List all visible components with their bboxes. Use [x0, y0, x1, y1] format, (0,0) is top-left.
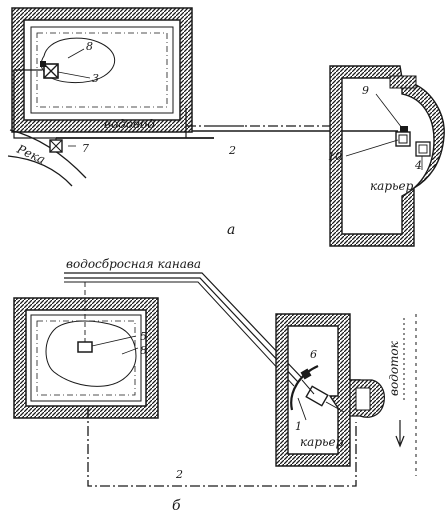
pond-a: [40, 37, 115, 84]
quarry-b: [275, 313, 385, 467]
quarry-b-equipment: [290, 364, 345, 421]
diagram-a: водовод Река карьер 8 3 7 2 9 10 4 а: [7, 7, 445, 247]
spillway-channel-b: [64, 272, 303, 387]
pipeline-b: [87, 408, 357, 487]
caption-a: а: [227, 222, 235, 238]
pump-station-b: [77, 341, 93, 353]
num-screen-b: 6: [310, 348, 317, 361]
quarry-a-equipment: [345, 93, 431, 170]
drain-b: [395, 314, 417, 476]
diagram-b: водосбросная канава карьер водоток 5 8 6…: [13, 257, 417, 514]
num-pipeline-a: 2: [228, 144, 236, 157]
river-intake-a: [49, 139, 76, 153]
leader-pump-a: [57, 71, 91, 79]
label-river-a: Река: [14, 142, 48, 167]
label-spillway-channel-b: водосбросная канава: [66, 257, 201, 271]
pond-b: [45, 320, 137, 387]
reservoir-b: [13, 297, 159, 419]
leader-pump-b: [91, 335, 137, 347]
num-pump-station-a: 3: [92, 72, 99, 85]
num-sump-a: 10: [328, 150, 342, 163]
num-intake-a: 7: [82, 142, 89, 155]
num-quarry-pump-b: 1: [295, 420, 302, 433]
quarry-a: [329, 65, 445, 247]
label-quarry-a: карьер: [370, 179, 414, 193]
num-pond-b: 8: [140, 344, 147, 357]
num-pond-a: 8: [86, 40, 93, 53]
num-quarry-pump-a: 4: [414, 159, 422, 172]
leader-pond-b: [121, 347, 139, 355]
label-water-pipe-a: водовод: [104, 117, 155, 131]
label-drain-b: водоток: [387, 340, 401, 396]
pump-station-a: [40, 61, 59, 79]
num-sump-pipe-a: 9: [362, 84, 369, 97]
label-quarry-b: карьер: [300, 435, 344, 449]
leader-pond-a: [67, 48, 85, 59]
river-a: [7, 129, 87, 187]
flow-arrow-icon: [395, 420, 405, 448]
num-pump-station-b: 5: [140, 330, 147, 343]
caption-b: б: [172, 498, 181, 514]
num-pipeline-b: 2: [175, 468, 183, 481]
